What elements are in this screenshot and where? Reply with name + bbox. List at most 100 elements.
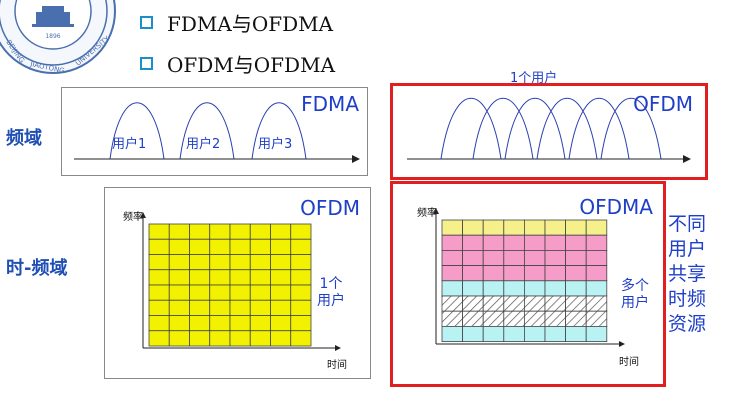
grid-cell	[441, 265, 464, 282]
grid-cell	[462, 250, 484, 267]
grid-cell	[148, 299, 170, 316]
grid-cell	[189, 315, 211, 332]
fdma-user-2-label: 用户2	[186, 137, 221, 152]
shared-resource-note: 不同 用户 共享 时频 资源	[668, 212, 706, 337]
ofdma-grid-panel: OFDMA 频率 时间 多个 用户	[390, 181, 666, 387]
time-freq-domain-label: 时-频域	[6, 258, 68, 279]
note-line-5: 资源	[668, 313, 707, 335]
grid-cell	[249, 269, 271, 286]
note-line-3: 共享	[668, 263, 707, 285]
grid-cell	[523, 219, 546, 236]
grid-cell	[148, 315, 170, 332]
grid-cell	[441, 325, 464, 342]
grid-cell	[229, 238, 251, 255]
grid-cell	[229, 223, 251, 240]
grid-cell	[523, 265, 546, 282]
grid-cell	[523, 280, 546, 297]
grid-cell	[585, 295, 608, 312]
grid-cell	[462, 265, 484, 282]
grid-cell	[249, 299, 271, 316]
grid-cell	[462, 310, 484, 327]
grid-cell	[544, 234, 567, 251]
grid-cell	[168, 238, 190, 255]
grid-cell	[189, 223, 211, 240]
grid-cell	[229, 254, 251, 271]
grid-cell	[441, 295, 464, 312]
grid-cell	[503, 234, 525, 251]
bullet-item-2: OFDM与OFDMA	[140, 49, 335, 78]
grid-cell	[585, 234, 608, 251]
grid-cell	[565, 265, 587, 282]
bullet-square-icon	[140, 16, 153, 29]
ofdma-grid-ylabel: 频率	[417, 208, 437, 219]
grid-cell	[523, 295, 546, 312]
ofdm-spectrum	[407, 98, 691, 163]
grid-cell	[168, 330, 190, 347]
grid-cell	[290, 330, 312, 347]
logo-text-right: UNIVERSITY	[74, 34, 112, 67]
grid-cell	[290, 269, 312, 286]
ofdma-grid-title: OFDMA	[579, 195, 653, 219]
grid-cell	[482, 295, 505, 312]
logo-text-left: BEIJING	[4, 39, 26, 65]
grid-cell	[462, 295, 484, 312]
grid-cell	[585, 325, 608, 342]
logo-year: 1896	[45, 33, 60, 40]
fdma-user-3-label: 用户3	[258, 137, 293, 152]
grid-cell	[544, 265, 567, 282]
grid-cell	[290, 315, 312, 332]
note-line-2: 用户	[668, 238, 707, 260]
grid-cell	[441, 219, 464, 236]
fdma-user-1-label: 用户1	[112, 137, 147, 152]
ofdm-top-title: OFDM	[633, 92, 693, 116]
grid-cell	[585, 310, 608, 327]
grid-cell	[229, 284, 251, 301]
grid-cell	[209, 269, 231, 286]
grid-cell	[270, 315, 292, 332]
grid-cell	[148, 269, 170, 286]
grid-cell	[544, 280, 567, 297]
grid-cell	[565, 219, 587, 236]
grid-cell	[441, 280, 464, 297]
grid-cell	[290, 238, 312, 255]
ofdm-grid-title: OFDM	[300, 196, 360, 220]
ofdm-one-user-caption: 1个用户	[510, 71, 558, 86]
grid-cell	[290, 254, 312, 271]
freq-domain-label: 频域	[6, 128, 42, 149]
grid-cell	[482, 325, 505, 342]
grid-cell	[168, 315, 190, 332]
ofdm-time-freq-grid	[140, 212, 341, 351]
grid-cell	[585, 250, 608, 267]
grid-cell	[229, 269, 251, 286]
grid-cell	[462, 280, 484, 297]
grid-cell	[482, 234, 505, 251]
grid-cell	[189, 299, 211, 316]
grid-cell	[482, 250, 505, 267]
grid-cell	[148, 284, 170, 301]
ofdm-spectrum-panel: OFDM	[390, 83, 708, 180]
grid-cell	[585, 265, 608, 282]
grid-cell	[270, 254, 292, 271]
grid-cell	[503, 219, 525, 236]
grid-cell	[544, 325, 567, 342]
fdma-spectrum	[74, 102, 360, 163]
ofdm-grid-xlabel: 时间	[327, 360, 347, 371]
grid-cell	[209, 284, 231, 301]
grid-cell	[270, 330, 292, 347]
grid-cell	[503, 265, 525, 282]
bullet-text: OFDM与OFDMA	[167, 53, 336, 77]
grid-cell	[249, 330, 271, 347]
grid-cell	[270, 238, 292, 255]
grid-cell	[462, 234, 484, 251]
grid-cell	[290, 223, 312, 240]
ofdma-grid-side-label: 多个 用户	[621, 278, 649, 312]
grid-cell	[503, 310, 525, 327]
grid-cell	[168, 284, 190, 301]
grid-cell	[482, 280, 505, 297]
grid-cell	[209, 330, 231, 347]
ofdm-grid-side-label: 1个 用户	[317, 276, 345, 310]
grid-cell	[441, 310, 464, 327]
grid-cell	[168, 223, 190, 240]
grid-cell	[544, 295, 567, 312]
ofdma-side-line-2: 用户	[621, 295, 649, 311]
